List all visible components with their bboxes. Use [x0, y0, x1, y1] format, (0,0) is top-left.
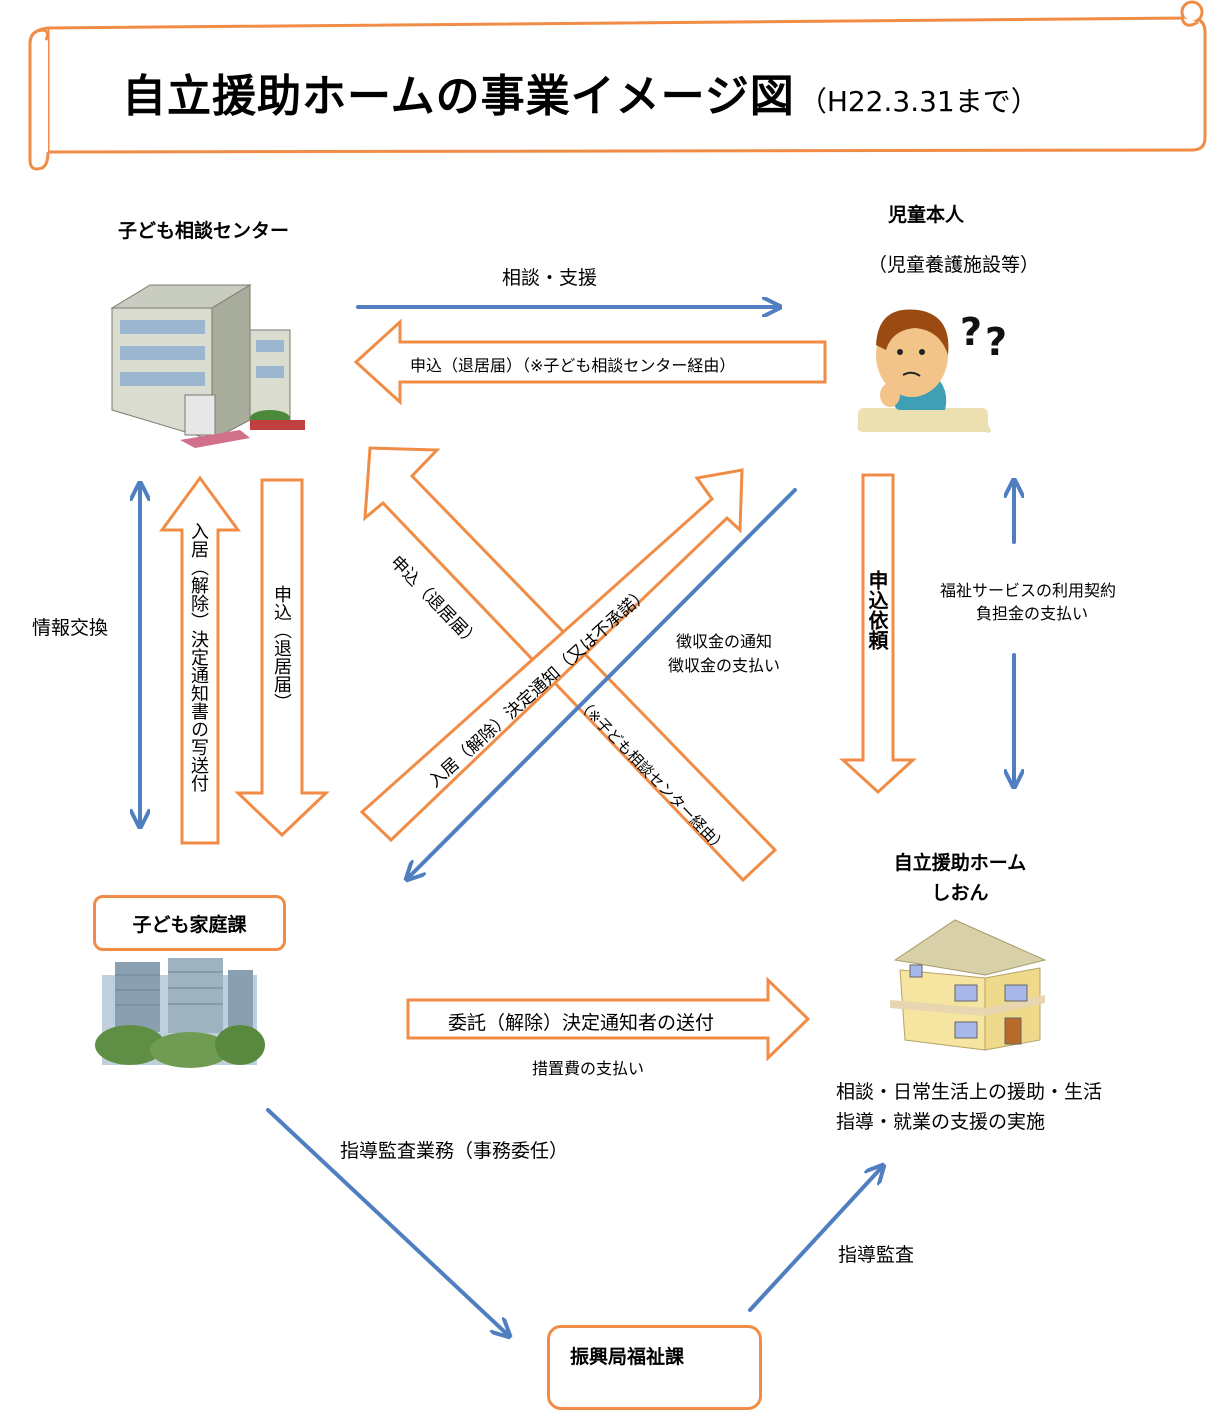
label-fee-2: 徴収金の支払い	[668, 656, 781, 675]
arrow-fee	[408, 488, 797, 878]
title-scroll	[28, 0, 1207, 171]
center-label: 子ども相談センター	[118, 220, 290, 242]
arrow-diag-decision	[359, 468, 744, 843]
family-dept-label: 子ども家庭課	[132, 913, 247, 936]
home-services-1: 相談・日常生活上の援助・生活	[836, 1081, 1103, 1103]
office-building-icon	[110, 284, 305, 448]
label-apply-via: 申込（退居届）（※子ども相談センター経由）	[410, 356, 736, 375]
arrow-apply-via-center	[353, 318, 827, 406]
arrow-decision-copy	[159, 475, 241, 845]
label-measure-fee: 措置費の支払い	[532, 1059, 645, 1078]
svg-text:?: ?	[960, 310, 982, 354]
arrow-apply-leave	[234, 478, 330, 838]
title-sub: （H22.3.31まで）	[798, 85, 1039, 118]
home-services-2: 指導・就業の支援の実施	[836, 1111, 1046, 1133]
promotion-label: 振興局福祉課	[570, 1346, 685, 1368]
family-dept-box: 子ども家庭課	[93, 895, 286, 951]
title-main: 自立援助ホームの事業イメージ図	[122, 71, 795, 122]
child-sublabel: （児童養護施設等）	[868, 254, 1040, 276]
thinking-child-icon: ? ?	[857, 309, 1007, 433]
page-title: 自立援助ホームの事業イメージ図 （H22.3.31まで）	[122, 60, 1039, 124]
government-building-icon	[95, 958, 265, 1068]
promotion-box: 振興局福祉課	[547, 1325, 762, 1410]
arrow-audit	[748, 1167, 882, 1312]
home-label: 自立援助ホーム	[893, 852, 1027, 874]
label-apply-leave: 申込（退居届）	[271, 585, 292, 711]
house-icon	[890, 919, 1047, 1051]
label-fee-1: 徴収金の通知	[676, 632, 773, 651]
label-info-exchange: 情報交換	[32, 617, 109, 639]
label-request: 申込依頼	[865, 570, 889, 650]
label-entrust: 委託（解除）決定通知者の送付	[448, 1012, 715, 1034]
child-label: 児童本人	[888, 204, 965, 226]
label-audit: 指導監査	[838, 1244, 915, 1266]
label-decision-copy: 入居（解除）決定通知書の写送付	[188, 522, 209, 792]
label-welfare-1: 福祉サービスの利用契約	[940, 581, 1117, 600]
arrow-entrust	[406, 976, 811, 1062]
arrow-request	[839, 473, 917, 795]
label-audit-work: 指導監査業務（事務委任）	[340, 1140, 569, 1162]
label-welfare-2: 負担金の支払い	[976, 604, 1089, 623]
svg-text:?: ?	[985, 320, 1007, 364]
label-consult-support: 相談・支援	[502, 267, 598, 289]
home-label-2: しおん	[931, 882, 989, 904]
arrow-audit-work	[266, 1108, 508, 1335]
